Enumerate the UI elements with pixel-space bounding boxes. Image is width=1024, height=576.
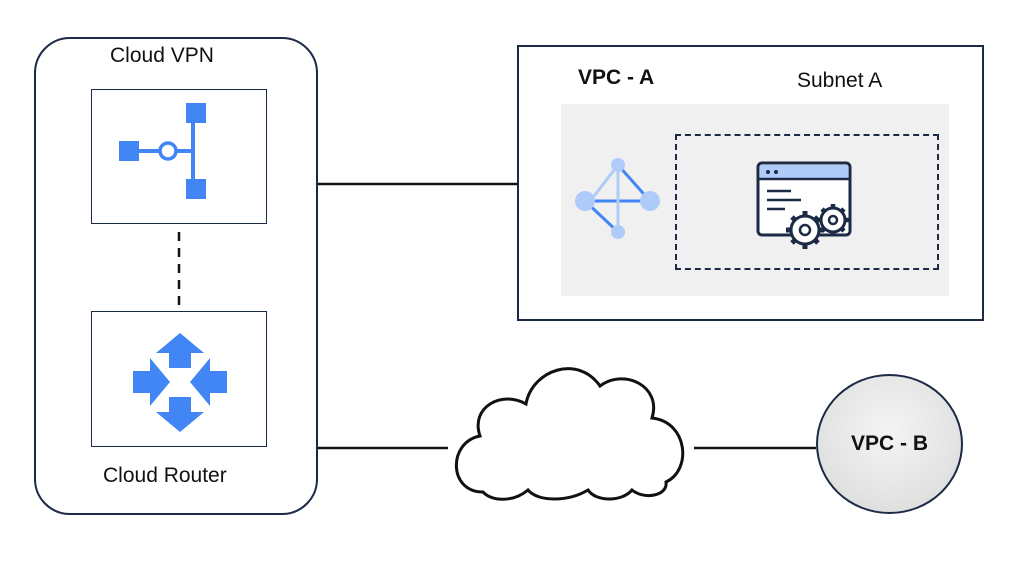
vpc-network-icon[interactable] (561, 104, 671, 296)
router-arrows-icon (133, 333, 227, 432)
cloud-router-label: Cloud Router (103, 464, 227, 487)
subnet-a-label: Subnet A (797, 69, 883, 92)
vpc-a-label: VPC - A (578, 66, 655, 89)
gateway-group (34, 37, 318, 515)
cloud-vpn-node[interactable] (91, 89, 267, 224)
vpc-b-node[interactable]: VPC - B (816, 374, 963, 514)
cloud-router-node[interactable] (91, 311, 267, 447)
subnet-a-container (675, 134, 939, 270)
cloud-icon[interactable] (440, 352, 700, 502)
compute-engine-icon[interactable] (755, 160, 855, 254)
cloud-vpn-label: Cloud VPN (110, 44, 214, 67)
vpc-b-label: VPC - B (850, 432, 928, 455)
vpc-a-container (517, 45, 984, 321)
vpn-gateway-icon (119, 103, 206, 199)
